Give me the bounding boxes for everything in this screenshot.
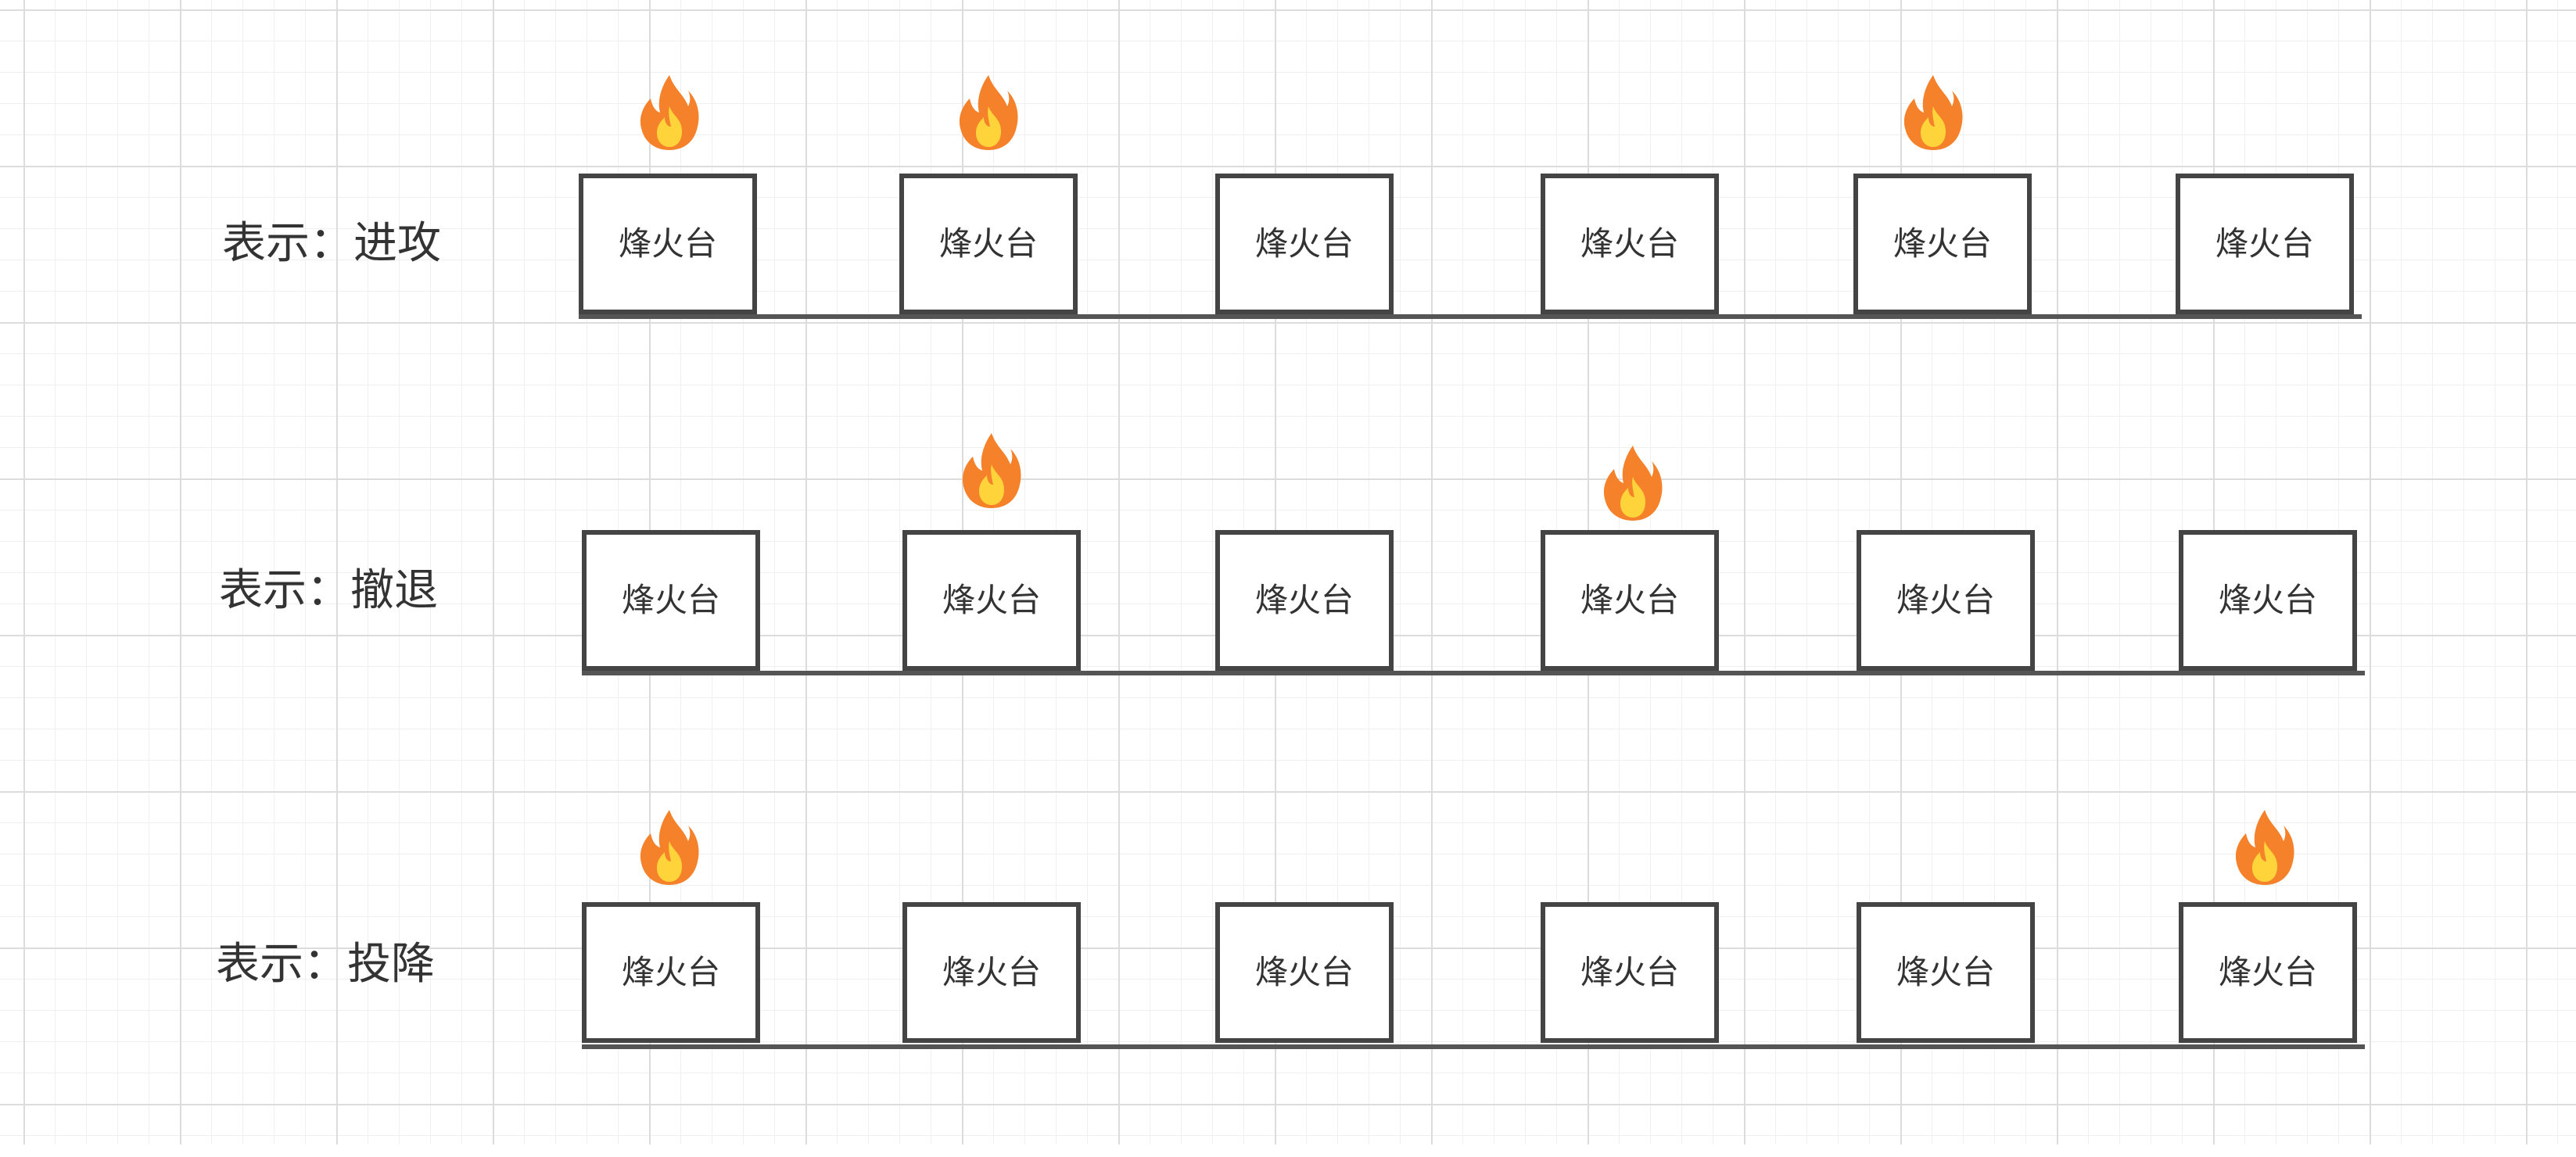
fire-icon: [957, 73, 1020, 152]
beacon-tower: 烽火台: [1541, 530, 1719, 671]
fire-icon: [2233, 808, 2296, 887]
beacon-tower: 烽火台: [902, 902, 1081, 1043]
tower-label: 烽火台: [1580, 581, 1679, 619]
tower-label: 烽火台: [621, 581, 720, 619]
tower-label: 烽火台: [1896, 953, 1995, 991]
beacon-tower: 烽火台: [1541, 902, 1719, 1043]
beacon-tower: 烽火台: [899, 174, 1078, 314]
tower-label: 烽火台: [942, 953, 1041, 991]
tower-label: 烽火台: [938, 224, 1038, 263]
tower-label: 烽火台: [1580, 224, 1679, 263]
tower-label: 烽火台: [2218, 953, 2317, 991]
tower-label: 烽火台: [942, 581, 1041, 619]
beacon-tower: 烽火台: [1215, 902, 1394, 1043]
beacon-tower: 烽火台: [1215, 530, 1394, 671]
beacon-tower: 烽火台: [582, 902, 760, 1043]
baseline: [582, 671, 2365, 675]
fire-icon: [1902, 73, 1964, 152]
row-label: 表示：进攻: [222, 218, 441, 269]
row-label: 表示：撤退: [219, 565, 438, 616]
tower-label: 烽火台: [1893, 224, 1992, 263]
beacon-tower: 烽火台: [2179, 902, 2357, 1043]
tower-label: 烽火台: [1254, 224, 1354, 263]
fire-icon: [638, 73, 701, 152]
beacon-tower: 烽火台: [1857, 530, 2035, 671]
tower-label: 烽火台: [1896, 581, 1995, 619]
baseline: [579, 314, 2362, 319]
row-label: 表示：投降: [216, 939, 435, 990]
beacon-tower: 烽火台: [1541, 174, 1719, 314]
tower-label: 烽火台: [2218, 581, 2317, 619]
beacon-tower: 烽火台: [582, 530, 760, 671]
tower-label: 烽火台: [2215, 224, 2314, 263]
beacon-tower: 烽火台: [1853, 174, 2032, 314]
tower-label: 烽火台: [618, 224, 717, 263]
beacon-tower: 烽火台: [1857, 902, 2035, 1043]
canvas-bottom-edge: [0, 1144, 2576, 1157]
tower-label: 烽火台: [621, 953, 720, 991]
fire-icon: [1602, 444, 1664, 522]
fire-icon: [638, 808, 701, 887]
beacon-tower: 烽火台: [1215, 174, 1394, 314]
beacon-tower: 烽火台: [579, 174, 757, 314]
beacon-tower: 烽火台: [2176, 174, 2354, 314]
tower-label: 烽火台: [1254, 581, 1354, 619]
tower-label: 烽火台: [1254, 953, 1354, 991]
baseline: [582, 1044, 2365, 1049]
tower-label: 烽火台: [1580, 953, 1679, 991]
beacon-tower: 烽火台: [2179, 530, 2357, 671]
fire-icon: [960, 432, 1023, 510]
beacon-tower: 烽火台: [902, 530, 1081, 671]
